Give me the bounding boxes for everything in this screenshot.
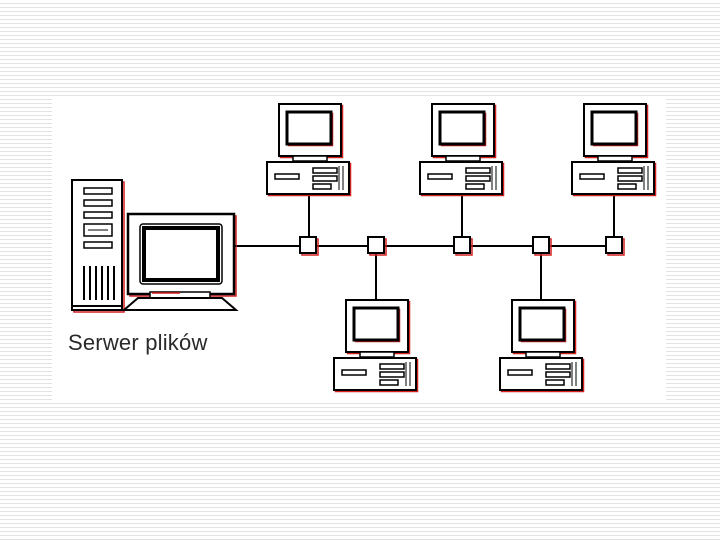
server-label: Serwer plików [68, 330, 208, 355]
bus-node [532, 236, 552, 256]
bus-node [299, 236, 319, 256]
workstation-icon [570, 102, 657, 197]
workstation-icon [498, 298, 585, 393]
bus-node [367, 236, 387, 256]
workstation-icon [418, 102, 505, 197]
bus-node [453, 236, 473, 256]
server-tower-icon [71, 179, 125, 313]
bus-node [605, 236, 625, 256]
server-monitor-icon [121, 212, 239, 311]
workstation-icon [332, 298, 419, 393]
workstation-icon [265, 102, 352, 197]
